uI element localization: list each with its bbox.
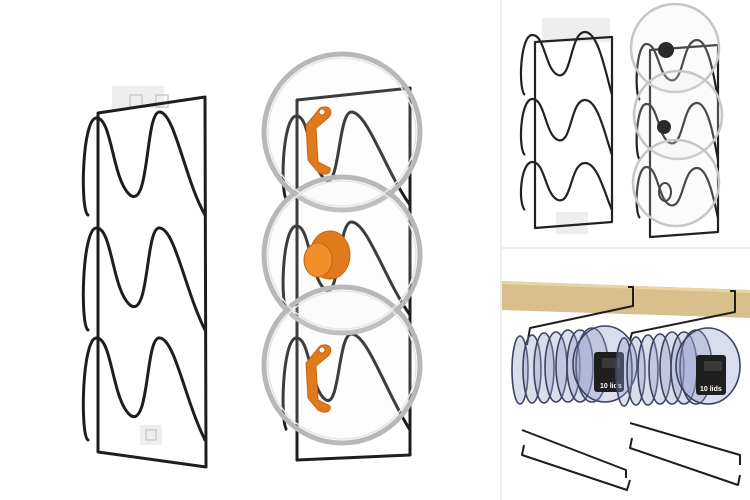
spare-hangers [521, 422, 741, 491]
stack-label-right: 10 lids [700, 386, 722, 393]
under-shelf-illustration: 10 lids 10 lids [502, 281, 750, 491]
knob-icon [658, 42, 674, 58]
wall-rack-illustration [519, 2, 724, 239]
lid-stack-right: 10 lids [615, 327, 741, 407]
stack-label-left: 10 lids [600, 383, 622, 390]
filled-rack [281, 86, 412, 462]
main-product-photo [81, 51, 423, 469]
under-shelf-rack-photo: 10 lids 10 lids [502, 249, 750, 500]
horizontal-divider [502, 247, 750, 249]
main-rack-illustration [81, 51, 423, 469]
empty-rack [81, 86, 208, 469]
wall-rack-photo [502, 0, 750, 247]
vertical-divider [500, 0, 502, 500]
orange-handles [303, 106, 351, 413]
lid-stack-left: 10 lids [511, 325, 638, 405]
